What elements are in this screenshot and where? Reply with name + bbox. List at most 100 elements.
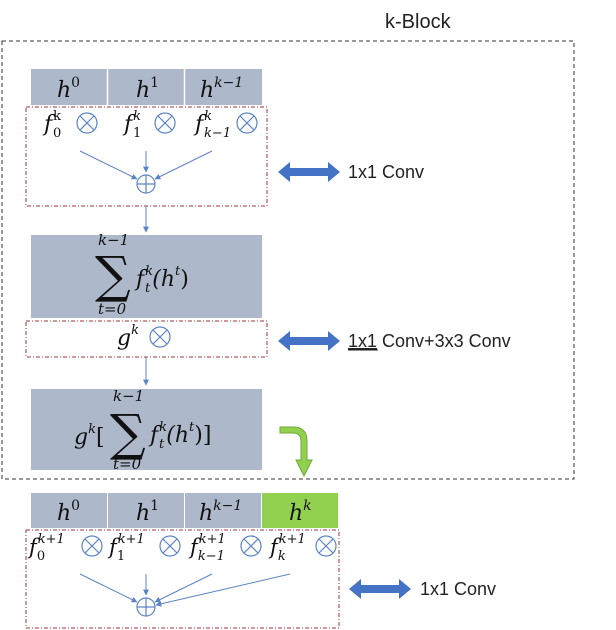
k-block-border	[1, 40, 575, 480]
filter-sub: k−1	[204, 126, 231, 141]
filter-base: f	[188, 535, 201, 559]
g-sum-lower: t=0	[113, 455, 142, 473]
top-cell-sup: k−1	[214, 75, 243, 91]
svg-text:hk−1: hk−1	[199, 498, 242, 526]
bottom-cell-h0	[31, 493, 107, 528]
bottom-cell-text: h	[136, 501, 150, 526]
svg-text:h0: h0	[57, 75, 80, 103]
filter-sup: k+1	[118, 532, 145, 547]
gk-conv-box	[25, 320, 268, 358]
label-1x1-underlined: 1x1	[348, 331, 377, 351]
sum-f-sub: t	[145, 281, 151, 296]
label-1x1-conv-top: 1x1 Conv	[348, 162, 424, 182]
filter-base: f	[27, 535, 40, 559]
svg-text:h1: h1	[136, 75, 159, 103]
bottom-cell-text: h	[289, 501, 303, 526]
svg-text:fk+10: fk+1 0	[27, 532, 65, 564]
filter-sup: k+1	[38, 532, 65, 547]
g-sum-sigma: ∑	[110, 404, 146, 462]
svg-text:fkt(ht): fkt(ht)	[134, 264, 189, 296]
sum-box	[31, 235, 262, 318]
svg-text:gk: gk	[117, 323, 139, 351]
label-conv-rest: Conv+3x3 Conv	[377, 331, 511, 351]
sum-sigma: ∑	[95, 246, 131, 304]
otimes-icon	[81, 535, 103, 557]
k-block-title: k-Block	[385, 11, 452, 33]
top-cell-sup: 0	[71, 75, 80, 91]
bottom-cell-sup: 0	[71, 498, 80, 514]
bottom-cell-text: h	[57, 501, 71, 526]
top-cell-text: h	[57, 78, 71, 103]
top-cell-hk-1	[185, 69, 262, 105]
otimes-icon	[76, 112, 98, 134]
svg-text:fk+1k: fk+1k	[268, 532, 306, 564]
top-cell-text: h	[200, 78, 214, 103]
sum-arg-sup: t	[175, 264, 181, 279]
sum-f-sup: k	[145, 264, 153, 279]
g-sum-arg-sup: t	[189, 420, 195, 435]
filter-sub: k−1	[198, 549, 225, 564]
svg-text:fk0: fk0	[42, 109, 61, 141]
bottom-cell-sup: 1	[150, 498, 159, 514]
g-sum-f-sub: t	[159, 437, 165, 452]
svg-text:gk[: gk[	[74, 422, 105, 450]
g-sum-upper: k−1	[113, 387, 144, 405]
g-sum-arg-close: )]	[194, 423, 211, 448]
otimes-icon	[315, 535, 337, 557]
top-cell-sup: 1	[150, 75, 159, 91]
filter-sub: 0	[37, 549, 45, 564]
sum-lower: t=0	[98, 300, 127, 318]
bottom-cell-hk-1	[185, 493, 261, 528]
g-sup: k	[131, 323, 139, 338]
otimes-icon	[236, 112, 258, 134]
svg-text:hk: hk	[289, 498, 312, 526]
svg-text:1x1 Conv+3x3 Conv: 1x1 Conv+3x3 Conv	[348, 331, 511, 351]
oplus-icon	[136, 597, 156, 617]
filter-sup: k	[53, 109, 61, 124]
g-sum-box	[31, 389, 262, 470]
otimes-icon	[154, 112, 176, 134]
otimes-icon	[240, 535, 262, 557]
g-sum-arg: (h	[166, 423, 189, 448]
svg-text:h1: h1	[136, 498, 159, 526]
filter-sub: 0	[53, 126, 61, 141]
bottom-cell-hk	[262, 493, 338, 528]
green-curved-arrow-icon	[279, 426, 313, 478]
svg-text:h0: h0	[57, 498, 80, 526]
g-base: g	[117, 326, 131, 351]
top-cell-text: h	[136, 78, 150, 103]
filter-sup: k+1	[199, 532, 226, 547]
bottom-conv-box	[25, 529, 340, 629]
double-arrow-icon	[278, 331, 340, 351]
filter-sub: 1	[117, 549, 125, 564]
top-cell-h1	[108, 69, 184, 105]
top-feature-row: h0 h1 hk−1	[31, 69, 262, 105]
svg-text:fkk−1: fkk−1	[193, 109, 231, 141]
svg-text:hk−1: hk−1	[200, 75, 243, 103]
filter-sup: k	[133, 109, 141, 124]
bottom-cell-sup: k−1	[213, 498, 242, 514]
bottom-cell-h1	[108, 493, 184, 528]
filter-sup: k	[204, 109, 212, 124]
g-sum-f-sup: k	[159, 420, 167, 435]
g-prefix: g	[74, 425, 88, 450]
bottom-cell-sup: k	[303, 498, 311, 514]
oplus-icon	[136, 174, 156, 194]
sum-arg-close: )	[180, 267, 189, 292]
svg-text:fk+11: fk+11	[107, 532, 145, 564]
sum-upper: k−1	[98, 231, 129, 249]
double-arrow-icon	[349, 579, 411, 599]
g-prefix-sup: k	[88, 422, 96, 437]
g-bracket-open: [	[96, 425, 105, 450]
double-arrow-icon	[278, 162, 340, 182]
otimes-icon	[159, 535, 181, 557]
sum-arg: (h	[152, 267, 175, 292]
svg-text:fk+1k−1: fk+1 k−1	[188, 532, 226, 564]
filter-sub: 1	[133, 126, 141, 141]
label-1x1-conv-bottom: 1x1 Conv	[420, 579, 496, 599]
filter-sub: k	[278, 549, 286, 564]
